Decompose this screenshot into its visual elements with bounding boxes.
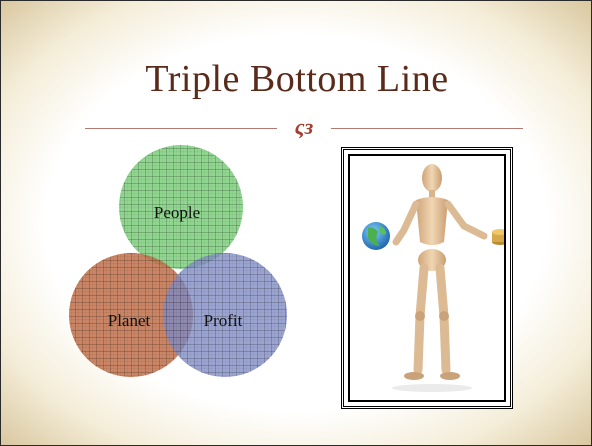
photo-frame xyxy=(341,147,513,409)
venn-circles xyxy=(61,141,321,391)
venn-label-planet: Planet xyxy=(108,311,151,331)
venn-label-profit: Profit xyxy=(204,311,243,331)
ornament-icon: ςз xyxy=(278,114,330,140)
title-rule-left xyxy=(85,128,277,129)
mannequin-illustration xyxy=(350,156,506,402)
mannequin-image xyxy=(348,154,506,402)
title-rule-right xyxy=(331,128,523,129)
venn-diagram: People Planet Profit xyxy=(61,141,321,391)
slide-title: Triple Bottom Line xyxy=(1,57,592,101)
venn-label-people: People xyxy=(154,203,200,223)
